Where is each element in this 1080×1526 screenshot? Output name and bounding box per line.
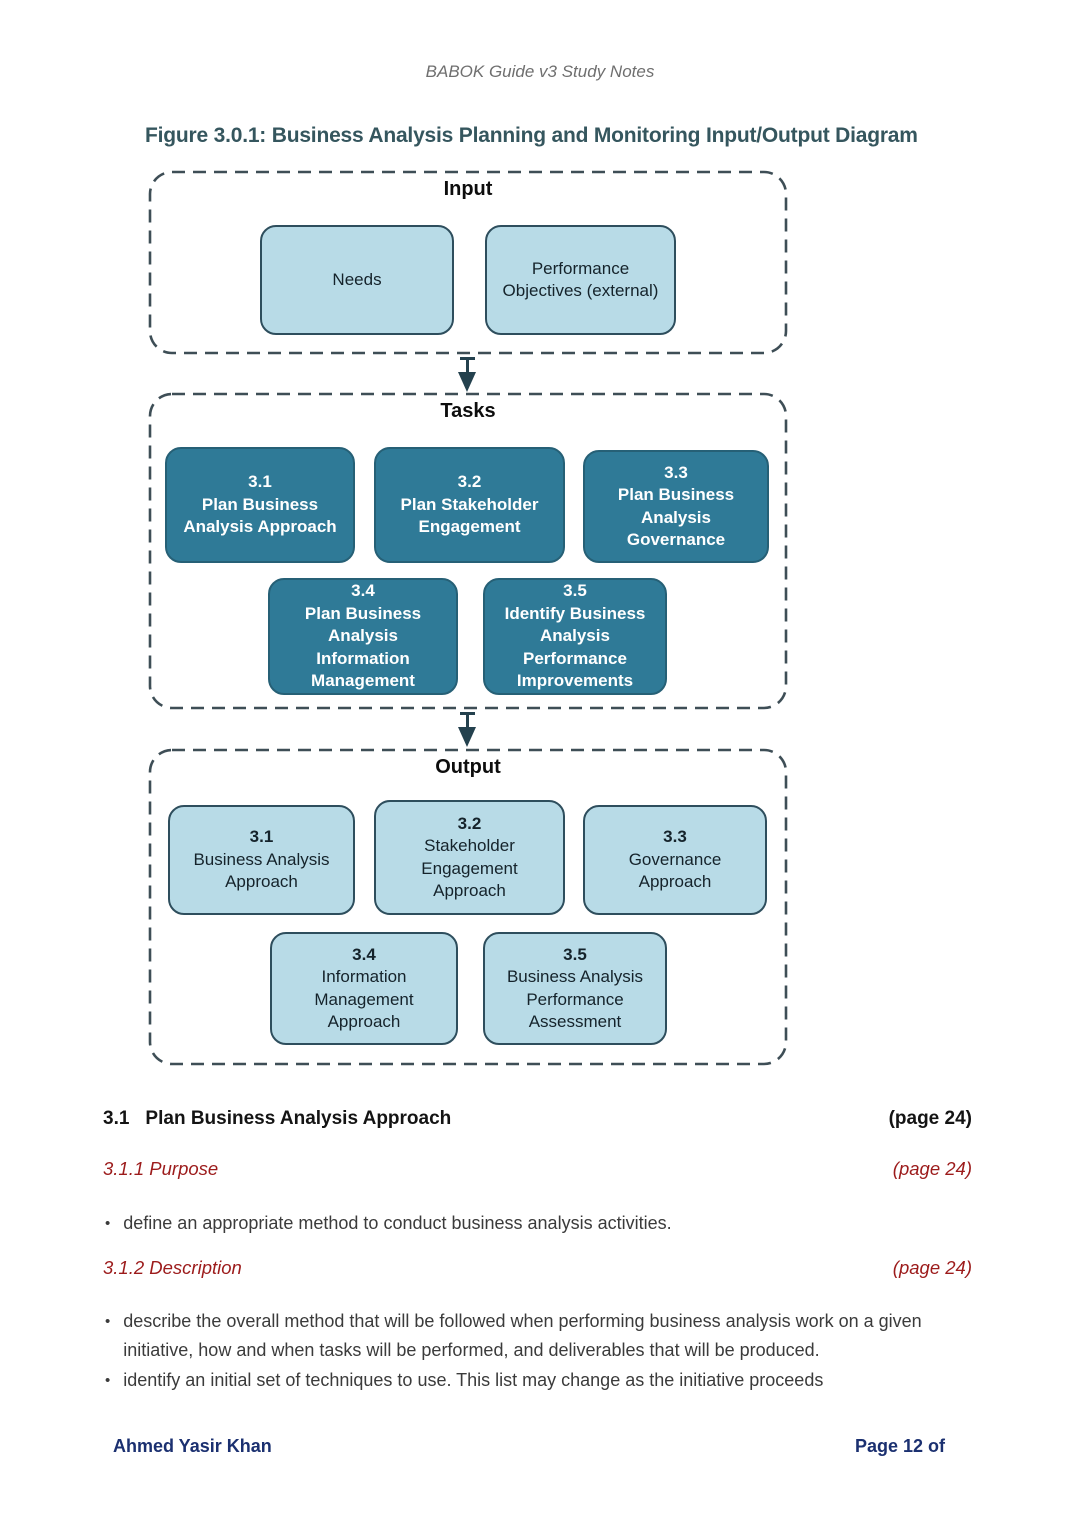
figure-title: Figure 3.0.1: Business Analysis Planning… [145,124,918,147]
dashed-border-tasks [148,392,788,710]
box-label: Plan Business Analysis Governance [617,485,735,549]
section-number: 3.1 [103,1108,130,1129]
box-label: Plan Stakeholder Engagement [400,494,539,537]
arrow-head-icon [458,727,476,747]
document-header: BABOK Guide v3 Study Notes [425,62,655,81]
arrow-head-icon [458,372,476,392]
input-box-performance-objectives: Performance Objectives (external) [485,225,676,335]
task-box-3-2: 3.2 Plan Stakeholder Engagement [374,447,565,563]
purpose-bullet-item: • define an appropriate method to conduc… [105,1209,965,1238]
bullet-marker: • [105,1372,111,1389]
purpose-heading-row: 3.1.1 Purpose (page 24) [103,1158,972,1180]
arrow-tail [459,357,475,360]
output-group: Output 3.1 Business Analysis Approach 3.… [148,748,788,1066]
box-label: Identify Business Analysis Performance I… [504,603,646,691]
output-box-3-2: 3.2 Stakeholder Engagement Approach [374,800,565,915]
bullet-marker: • [105,1313,111,1330]
arrow-line [465,715,469,727]
box-label: Business Analysis Performance Assessment [506,967,644,1031]
arrow-line [465,360,469,372]
task-box-3-5: 3.5 Identify Business Analysis Performan… [483,578,667,695]
box-number: 3.3 [664,462,688,482]
page-footer: Ahmed Yasir Khan Page 12 of [113,1436,945,1457]
box-number: 3.2 [457,472,482,492]
arrow-tasks-to-output [457,712,477,747]
box-label: Performance Objectives (external) [502,258,659,300]
box-label: Plan Business Analysis Approach [183,494,337,537]
box-number: 3.1 [248,472,272,492]
purpose-heading: 3.1.1 Purpose [103,1158,219,1179]
box-number: 3.2 [457,813,482,833]
box-label: Business Analysis Approach [193,849,330,892]
page-reference: (page 24) [888,1108,972,1129]
box-label: Stakeholder Engagement Approach [421,836,518,900]
dashed-border-input [148,170,788,355]
tasks-group-label: Tasks [440,400,496,422]
arrow-tail [459,712,475,715]
bullet-marker: • [105,1215,111,1232]
arrow-input-to-tasks [457,357,477,392]
section-heading: 3.1 Plan Business Analysis Approach [103,1108,451,1130]
task-box-3-3: 3.3 Plan Business Analysis Governance [583,450,769,563]
dashed-border-output [148,748,788,1066]
page-reference: (page 24) [892,1158,972,1179]
description-bullet-item: • identify an initial set of techniques … [105,1366,965,1395]
box-number: 3.4 [352,944,376,964]
section-heading-row: 3.1 Plan Business Analysis Approach (page… [103,1108,972,1130]
page-reference: (page 24) [892,1257,972,1278]
description-heading-row: 3.1.2 Description (page 24) [103,1257,972,1279]
box-number: 3.1 [249,827,274,847]
output-box-3-1: 3.1 Business Analysis Approach [168,805,355,915]
description-bullet-item: • describe the overall method that will … [105,1307,965,1365]
input-box-needs: Needs [260,225,454,335]
tasks-group: Tasks 3.1 Plan Business Analysis Approac… [148,392,788,710]
bullet-text: identify an initial set of techniques to… [123,1370,824,1390]
bullet-text: describe the overall method that will be… [123,1311,922,1361]
box-number: 3.5 [563,944,587,964]
box-number: 3.3 [663,827,687,847]
box-label: Plan Business Analysis Information Manag… [304,603,422,691]
footer-page-number: Page 12 of [854,1436,945,1456]
output-box-3-3: 3.3 Governance Approach [583,805,767,915]
description-heading: 3.1.2 Description [103,1257,242,1278]
box-number: 3.5 [563,581,587,601]
output-group-label: Output [435,756,501,778]
footer-author: Ahmed Yasir Khan [113,1436,272,1456]
section-title: Plan Business Analysis Approach [145,1108,452,1129]
box-label: Information Management Approach [314,967,414,1031]
bullet-text: define an appropriate method to conduct … [123,1213,672,1233]
output-box-3-5: 3.5 Business Analysis Performance Assess… [483,932,667,1045]
box-label: Needs [332,269,382,289]
input-group: Input Needs Performance Objectives (exte… [148,170,788,355]
task-box-3-4: 3.4 Plan Business Analysis Information M… [268,578,458,695]
task-box-3-1: 3.1 Plan Business Analysis Approach [165,447,355,563]
box-number: 3.4 [351,581,375,601]
input-group-label: Input [443,178,493,200]
box-label: Governance Approach [628,849,722,892]
output-box-3-4: 3.4 Information Management Approach [270,932,458,1045]
